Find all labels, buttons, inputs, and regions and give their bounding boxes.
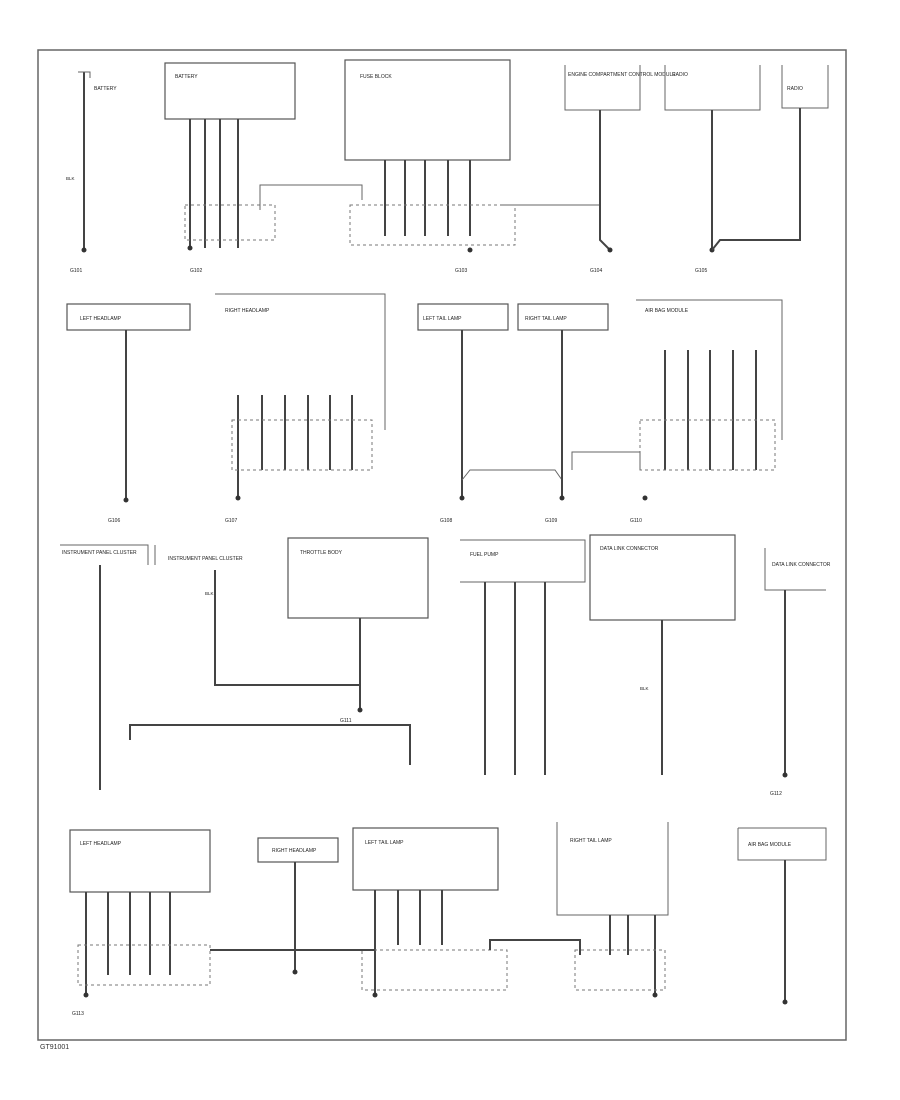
ground-point (292, 969, 298, 975)
component-label: RADIO (672, 72, 688, 78)
module-circuit-i: RIGHT TAIL LAMP G109 (517, 303, 609, 524)
component-label: INSTRUMENT PANEL CLUSTER (168, 556, 243, 562)
figure-code: GT91001 (40, 1044, 70, 1051)
component-box (69, 829, 211, 893)
module-circuit-g: RIGHT HEADLAMP G107 (215, 293, 386, 524)
ground-label: G106 (108, 518, 120, 524)
ground-point (782, 999, 788, 1005)
wire-label: BLK (640, 686, 649, 691)
component-label: LEFT HEADLAMP (80, 316, 122, 322)
module-circuit-e: RADIO (711, 65, 829, 251)
module-circuit-h: LEFT TAIL LAMP G108 (417, 303, 563, 524)
ground-point (607, 247, 613, 253)
component-label: DATA LINK CONNECTOR (772, 562, 831, 568)
row-1: BATTERY BLK G101 BATTERY G102 FUSE BLOCK (66, 59, 829, 274)
component-box (352, 827, 499, 891)
module-circuit-o: DATA LINK CONNECTOR G112 (764, 548, 831, 797)
module-circuit-b: FUSE BLOCK G103 (344, 59, 600, 274)
component-label: LEFT TAIL LAMP (423, 316, 462, 322)
module-circuit-d: RADIO G105 (664, 65, 761, 274)
module-circuit-p: LEFT HEADLAMP G113 (69, 829, 295, 1017)
ground-label: G102 (190, 268, 202, 274)
component-box (287, 537, 429, 619)
ground-point (83, 992, 89, 998)
component-label: DATA LINK CONNECTOR (600, 546, 659, 552)
module-circuit-c: ENGINE COMPARTMENT CONTROL MODULE G104 (564, 65, 676, 274)
ground-label: G110 (630, 518, 642, 524)
ground-label: G111 (340, 718, 352, 724)
component-box (417, 303, 509, 331)
battery-circuit: BATTERY BLK G101 (66, 71, 117, 274)
component-label: THROTTLE BODY (300, 550, 343, 556)
ground-label: G109 (545, 518, 557, 524)
ground-point (467, 247, 473, 253)
module-circuit-t: AIR BAG MODULE (737, 827, 827, 1005)
row-2: LEFT HEADLAMP G106 RIGHT HEADLAMP G107 L… (66, 293, 783, 524)
diagram-frame (37, 49, 847, 1041)
component-label: AIR BAG MODULE (748, 842, 792, 848)
ground-label: G112 (770, 791, 782, 797)
ground-point (81, 247, 87, 253)
module-circuit-q: RIGHT HEADLAMP (257, 837, 339, 975)
ground-label: G107 (225, 518, 237, 524)
component-box (257, 837, 339, 863)
module-circuit-s: RIGHT TAIL LAMP (556, 822, 669, 998)
component-label: INSTRUMENT PANEL CLUSTER (62, 550, 137, 556)
ground-label: G113 (72, 1011, 84, 1017)
component-label: LEFT TAIL LAMP (365, 840, 404, 846)
component-label: FUSE BLOCK (360, 74, 392, 80)
ground-point (123, 497, 129, 503)
component-label: RIGHT TAIL LAMP (570, 838, 612, 844)
module-circuit-k: INSTRUMENT PANEL CLUSTER INSTRUMENT PANE… (60, 544, 360, 790)
component-label: RIGHT HEADLAMP (272, 848, 317, 854)
module-circuit-l: THROTTLE BODY G111 (129, 537, 429, 765)
module-circuit-m: FUEL PUMP (460, 539, 586, 775)
component-box (344, 59, 511, 161)
component-box (589, 534, 736, 621)
row-3: INSTRUMENT PANEL CLUSTER INSTRUMENT PANE… (60, 534, 831, 797)
module-circuit-f: LEFT HEADLAMP G106 (66, 303, 191, 524)
module-circuit-n: DATA LINK CONNECTOR BLK (589, 534, 736, 775)
component-box (66, 303, 191, 331)
component-label: AIR BAG MODULE (645, 308, 689, 314)
ground-point (652, 992, 658, 998)
module-circuit-r: LEFT TAIL LAMP (295, 827, 581, 998)
ground-label: G103 (455, 268, 467, 274)
component-label: RIGHT TAIL LAMP (525, 316, 567, 322)
wire-label: BLK (66, 176, 75, 181)
component-label: RIGHT HEADLAMP (225, 308, 270, 314)
module-circuit-j: AIR BAG MODULE G110 (571, 299, 783, 524)
ground-point (235, 495, 241, 501)
component-label-battery: BATTERY (94, 86, 117, 92)
ground-label: G104 (590, 268, 602, 274)
component-label: FUEL PUMP (470, 552, 499, 558)
module-circuit-a: BATTERY G102 (164, 62, 363, 274)
ground-point (782, 772, 788, 778)
ground-point (372, 992, 378, 998)
ground-label: G108 (440, 518, 452, 524)
component-box (164, 62, 296, 120)
ground-label: G105 (695, 268, 707, 274)
component-label: RADIO (787, 86, 803, 92)
ground-point (459, 495, 465, 501)
row-4: LEFT HEADLAMP G113 RIGHT HEADLAMP LEFT T… (69, 822, 827, 1017)
ground-point (559, 495, 565, 501)
component-label: ENGINE COMPARTMENT CONTROL MODULE (568, 72, 676, 78)
component-label: BATTERY (175, 74, 198, 80)
component-label: LEFT HEADLAMP (80, 841, 122, 847)
wire-label: BLK (205, 591, 214, 596)
ground-point (642, 495, 648, 501)
ground-label: G101 (70, 268, 82, 274)
ground-point (357, 707, 363, 713)
ground-point (187, 245, 193, 251)
